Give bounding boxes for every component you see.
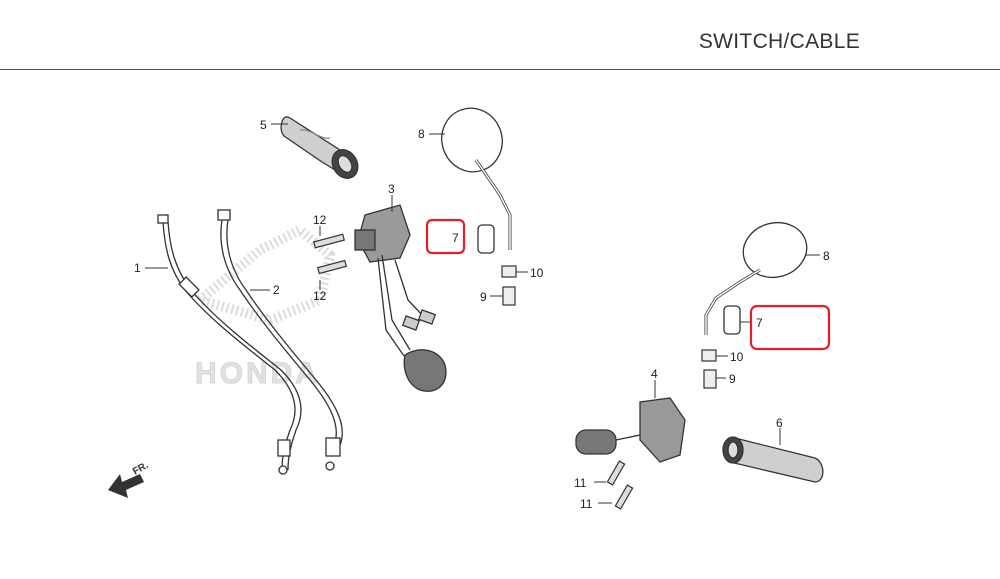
- callout-1: 1: [134, 261, 141, 275]
- right-grip: [722, 436, 824, 483]
- highlight-box-right: [749, 304, 831, 351]
- front-direction-arrow: FR.: [108, 460, 151, 498]
- callout-10-right: 10: [730, 350, 744, 364]
- callout-8-left: 8: [418, 127, 425, 141]
- right-mirror: [704, 221, 808, 335]
- callout-2: 2: [273, 283, 280, 297]
- left-mirror: [441, 107, 512, 250]
- callout-10-left: 10: [530, 266, 544, 280]
- callout-12-lower: 12: [313, 289, 327, 303]
- nut-left: [501, 265, 517, 306]
- mirror-cap-left: [477, 224, 495, 254]
- highlight-box-left: [425, 218, 466, 255]
- callout-11-lower: 11: [580, 497, 593, 511]
- header-divider: [0, 69, 1000, 70]
- callout-9-left: 9: [480, 290, 487, 304]
- front-label: FR.: [131, 460, 151, 478]
- callout-5: 5: [260, 118, 267, 132]
- right-handlebar-switch: [575, 397, 686, 463]
- callout-7-right: 7: [756, 316, 763, 330]
- callout-7-left: 7: [452, 231, 459, 245]
- nut-right: [701, 349, 717, 389]
- honda-watermark: HONDA: [189, 224, 336, 390]
- callout-3: 3: [388, 182, 395, 196]
- callout-6: 6: [776, 416, 783, 430]
- callout-8-right: 8: [823, 249, 830, 263]
- screws-11: [606, 460, 634, 510]
- screws-12: [312, 233, 348, 275]
- callout-4: 4: [651, 367, 658, 381]
- callout-9-right: 9: [729, 372, 736, 386]
- leader-lines: [145, 123, 820, 504]
- callout-12-upper: 12: [313, 213, 327, 227]
- left-handlebar-switch: [354, 204, 447, 392]
- throttle-cable: [217, 209, 343, 471]
- callout-11-upper: 11: [574, 476, 587, 490]
- mirror-cap-right: [723, 305, 741, 335]
- page-title: SWITCH/CABLE: [698, 30, 860, 53]
- clutch-cable: [157, 214, 302, 475]
- watermark-text: HONDA: [195, 357, 320, 390]
- left-grip: [280, 116, 359, 179]
